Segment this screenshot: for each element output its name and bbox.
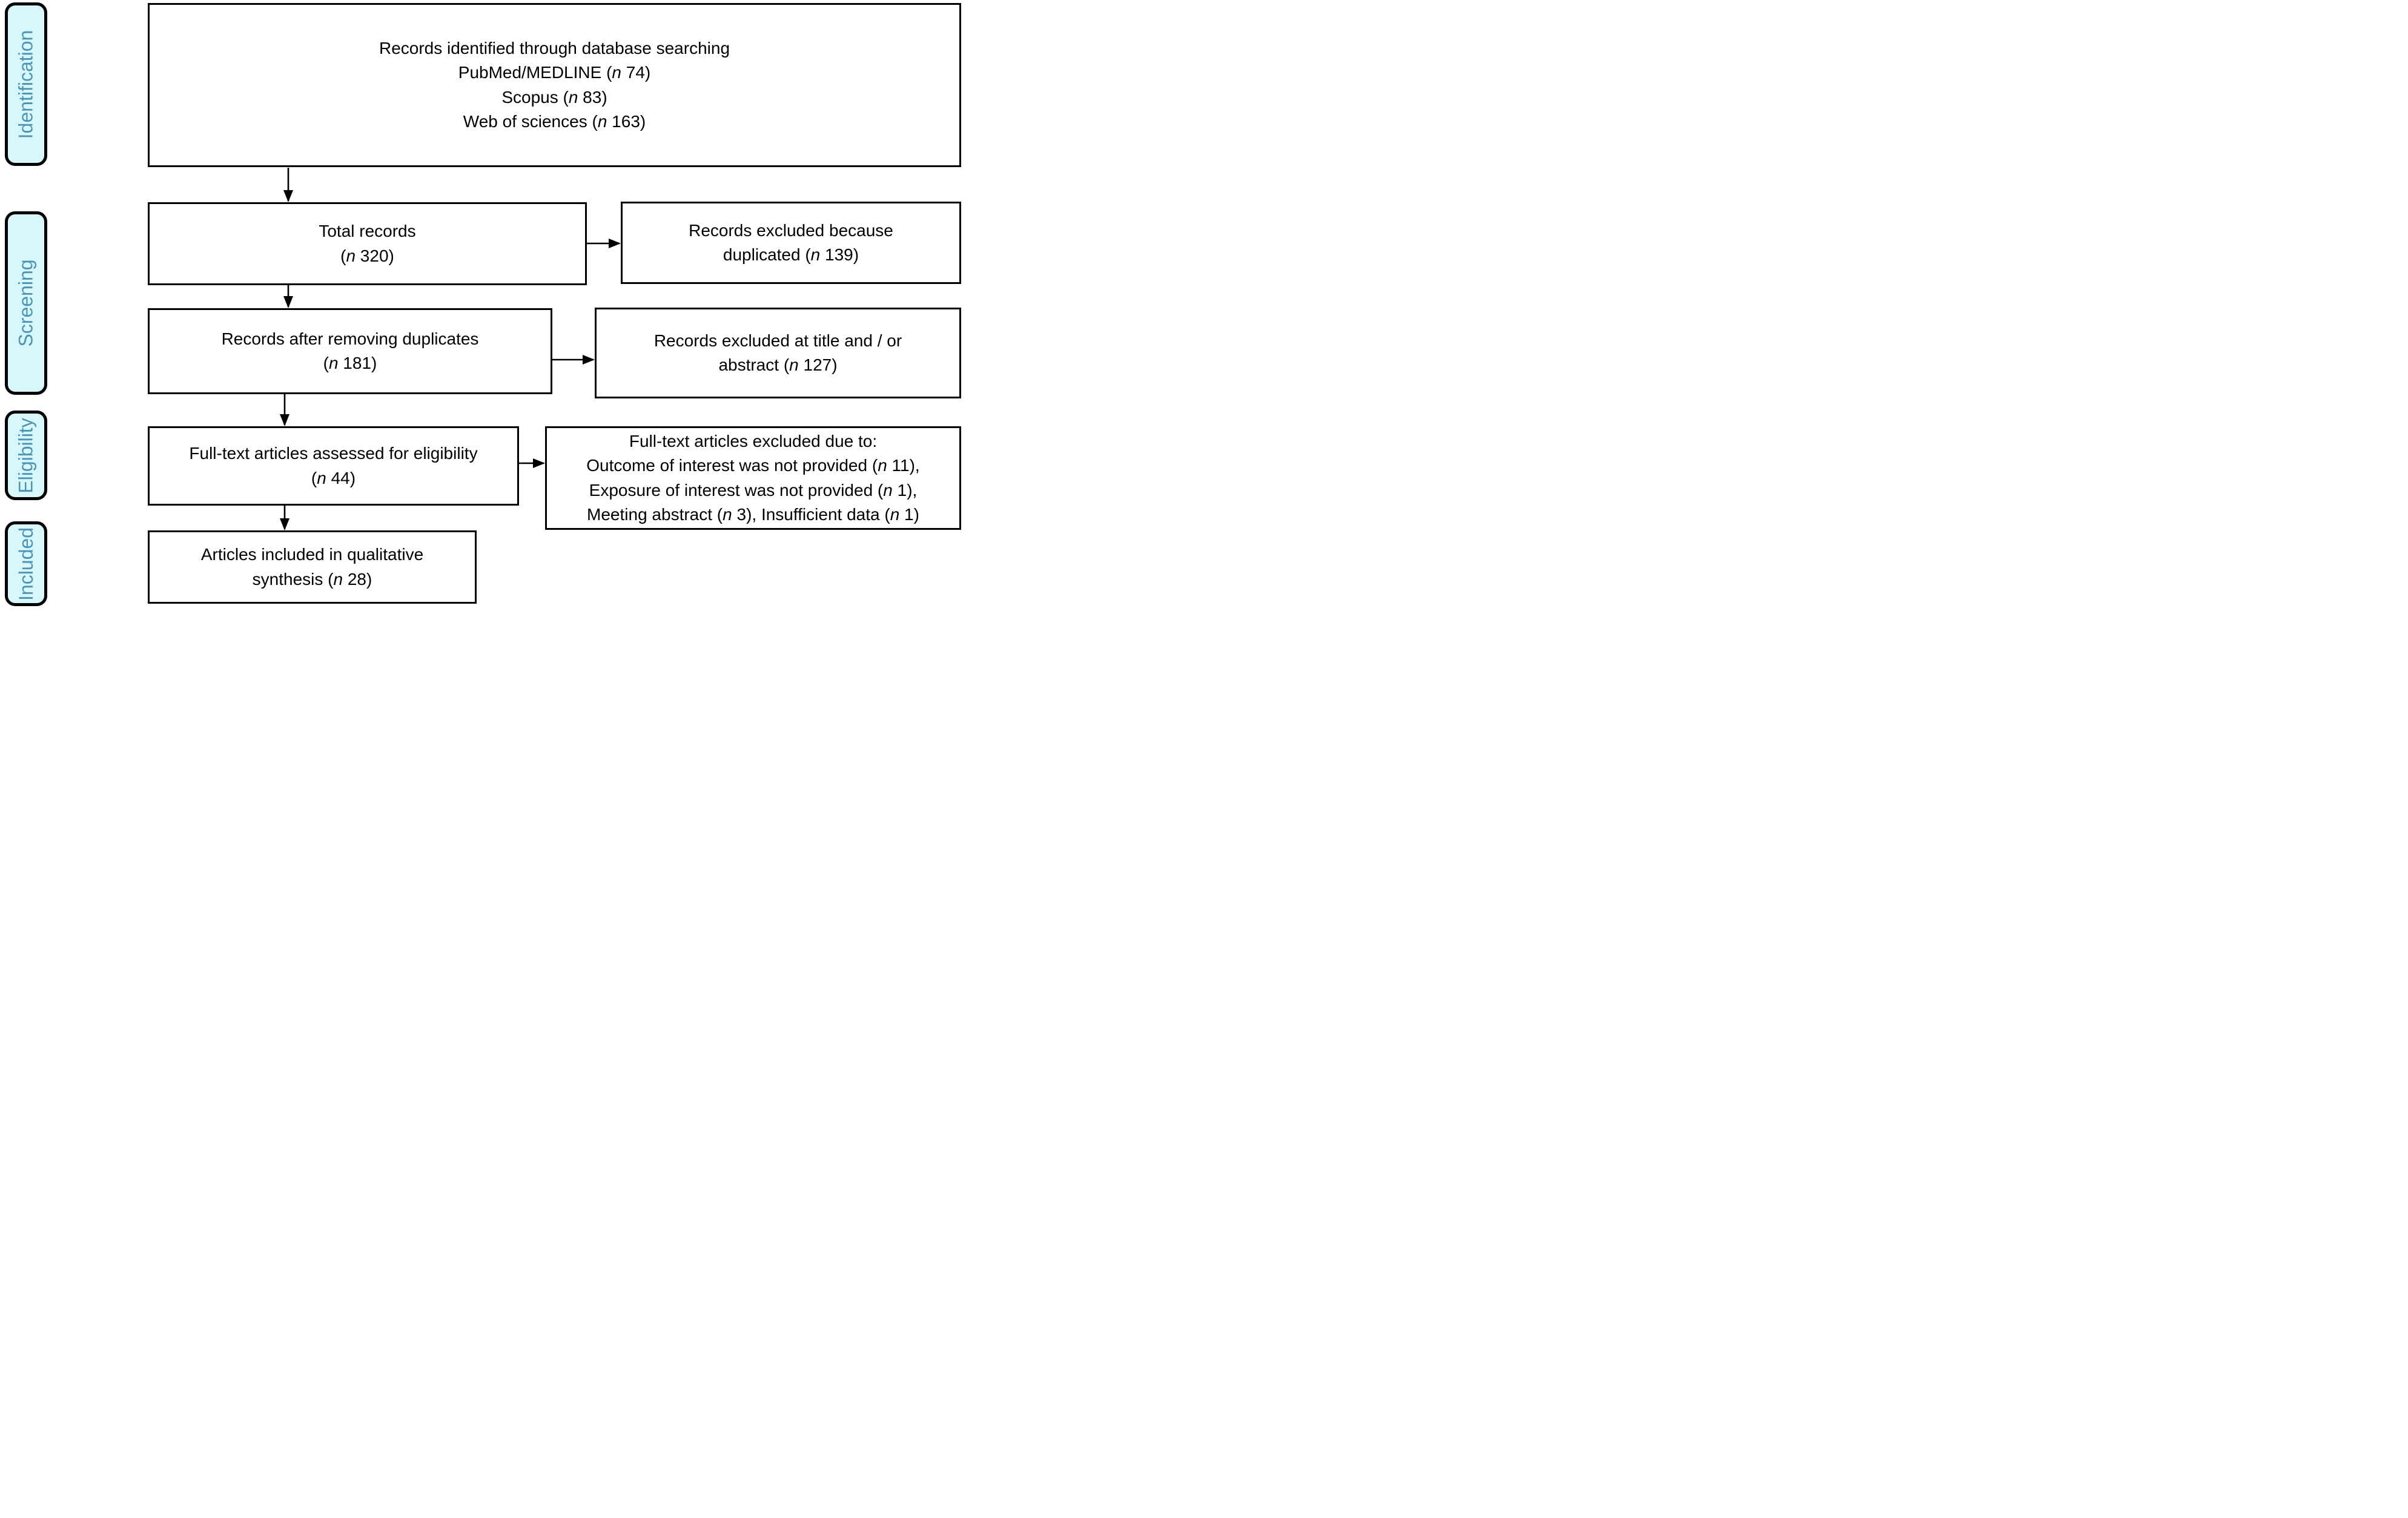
box-fulltext-excluded: Full-text articles excluded due to: Outc… [545,426,961,530]
box-text-line: Records after removing duplicates [221,329,479,348]
box-text-line: Scopus (n 83) [501,87,607,107]
box-text-line: Records identified through database sear… [379,39,730,58]
box-text-line: (n 320) [340,246,394,265]
box-text-line: Full-text articles assessed for eligibil… [189,444,478,463]
box-text-line: duplicated (n 139) [723,245,859,264]
box-records-identified: Records identified through database sear… [148,3,961,167]
box-text-line: Full-text articles excluded due to: [629,432,878,451]
box-text-line: synthesis (n 28) [252,569,372,589]
stage-label-text: Screening [15,259,37,347]
stage-label-text: Included [15,527,37,601]
box-text-line: (n 44) [311,468,356,487]
box-records-excluded-duplicated: Records excluded because duplicated (n 1… [621,202,961,284]
box-text-line: Records excluded at title and / or [653,331,902,350]
box-text-line: abstract (n 127) [718,355,838,374]
box-text-line: Records excluded because [689,220,893,240]
stage-label-screening: Screening [5,211,47,395]
box-text-line: Exposure of interest was not provided (n… [589,480,918,500]
box-text-line: (n 181) [323,354,377,372]
box-text-line: Meeting abstract (n 3), Insufficient dat… [587,504,919,524]
box-text-line: Outcome of interest was not provided (n … [586,456,920,475]
stage-label-eligibility: Eligibility [5,411,47,500]
box-text-line: Total records [319,222,416,241]
stage-label-included: Included [5,521,47,606]
box-text-line: PubMed/MEDLINE (n 74) [458,63,651,82]
box-total-records: Total records (n 320) [148,202,587,285]
box-text-line: Articles included in qualitative [200,545,424,564]
stage-label-text: Eligibility [15,417,37,493]
box-included-qualitative-synthesis: Articles included in qualitative synthes… [148,530,477,604]
prisma-flow-diagram: Identification Screening Eligibility Inc… [0,0,963,607]
box-fulltext-assessed: Full-text articles assessed for eligibil… [148,426,519,506]
stage-label-identification: Identification [5,2,47,166]
stage-label-text: Identification [15,30,37,139]
box-records-excluded-title-abstract: Records excluded at title and / or abstr… [595,308,961,398]
box-records-after-removing-duplicates: Records after removing duplicates (n 181… [148,308,552,394]
box-text-line: Web of sciences (n 163) [463,111,646,131]
